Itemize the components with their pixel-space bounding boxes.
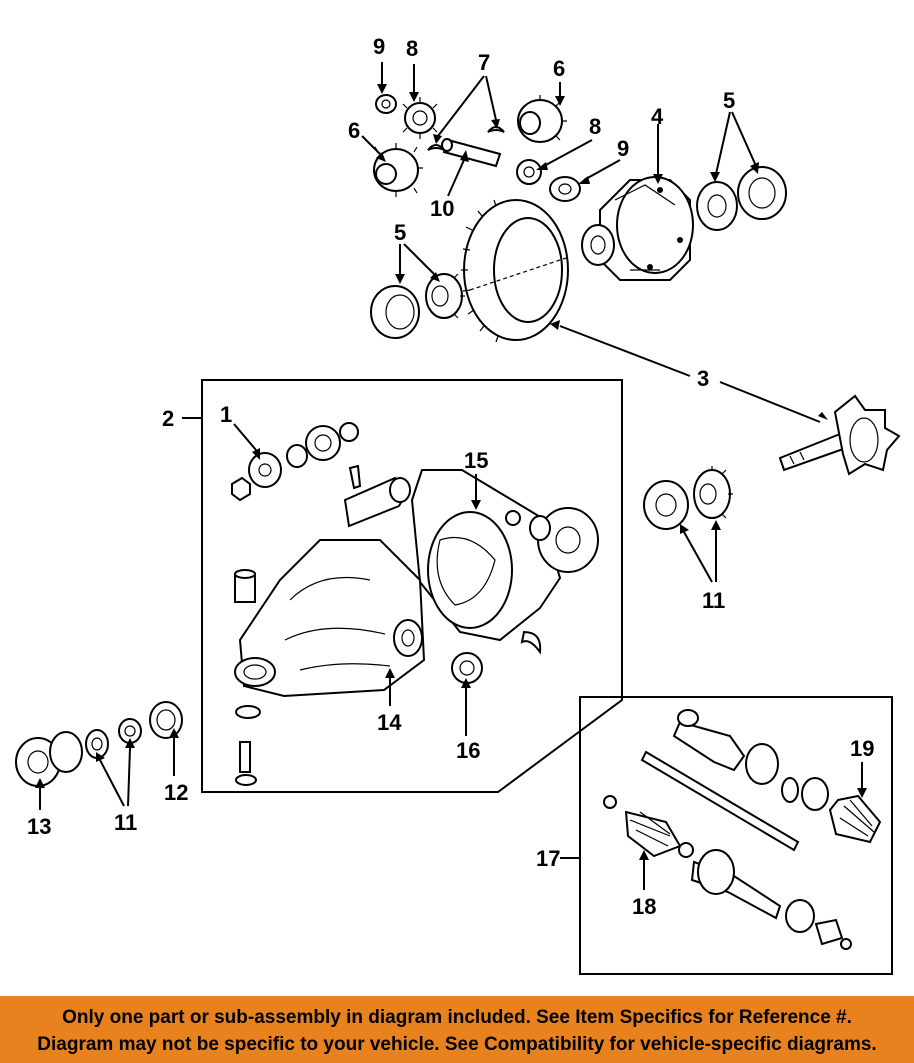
housing-assembly-frame [182, 379, 623, 793]
part-6-side-gear-left [373, 143, 423, 197]
housing-bolt [235, 705, 261, 786]
housing-clip [520, 630, 542, 655]
callout-5b: 5 [723, 88, 735, 113]
part-10-pinion-shaft [441, 138, 502, 168]
part-8-pinion-gear-left [402, 97, 438, 139]
part-15-rear-cover [410, 469, 562, 642]
part-3-ring-gear [461, 199, 569, 343]
callout-8b: 8 [589, 114, 601, 139]
axle-assembly-frame [560, 696, 893, 975]
callout-15: 15 [464, 448, 488, 473]
disclaimer-line-2: Diagram may not be specific to your vehi… [37, 1034, 877, 1055]
part-9-washer-right [549, 176, 581, 202]
part-11-bearings-left [85, 718, 142, 759]
callout-labels: 9 8 7 6 6 8 9 10 4 5 5 3 2 1 15 11 14 16… [27, 34, 874, 919]
axle-shaft [640, 709, 829, 852]
callout-13: 13 [27, 814, 51, 839]
callout-2: 2 [162, 406, 174, 431]
part-9-washer-left [375, 94, 397, 114]
callout-8a: 8 [406, 36, 418, 61]
leader-lines [35, 62, 867, 890]
callout-3: 3 [697, 366, 709, 391]
callout-18: 18 [632, 894, 656, 919]
part-14-carrier-housing [234, 539, 426, 698]
callout-1: 1 [220, 402, 232, 427]
part-18-inner-boot [603, 795, 694, 858]
part-12-seal [149, 701, 183, 739]
callout-9a: 9 [373, 34, 385, 59]
callout-16: 16 [456, 738, 480, 763]
callout-7: 7 [478, 50, 490, 75]
callout-4: 4 [651, 104, 664, 129]
callout-19: 19 [850, 736, 874, 761]
part-6-side-gear-right [517, 95, 567, 143]
disclaimer-line-1: Only one part or sub-assembly in diagram… [62, 1007, 852, 1028]
part-1-flange-seal-group [231, 422, 359, 502]
part-16-seal [451, 652, 483, 684]
callout-5a: 5 [394, 220, 406, 245]
part-4-differential-case [581, 176, 694, 281]
callout-11a: 11 [114, 810, 137, 835]
part-11-bearings-right [643, 466, 733, 530]
axle-inner-joint [690, 849, 852, 950]
diff-side-flange [505, 507, 599, 573]
callout-6b: 6 [553, 56, 565, 81]
part-3-pinion-shaft [778, 394, 901, 476]
part-13-flange [15, 731, 83, 787]
callout-11b: 11 [702, 588, 725, 613]
parts-diagram: 9 8 7 6 6 8 9 10 4 5 5 3 2 1 15 11 14 16… [15, 34, 901, 975]
callout-10: 10 [430, 196, 454, 221]
part-19-outer-boot [828, 794, 882, 844]
part-8-pinion-gear-right [516, 159, 542, 185]
disclaimer-banner: Only one part or sub-assembly in diagram… [0, 996, 914, 1063]
callout-9b: 9 [617, 136, 629, 161]
housing-mount-bracket [343, 464, 411, 528]
callout-12: 12 [164, 780, 188, 805]
part-5-bearings-right [696, 166, 787, 231]
part-7-clips [427, 126, 505, 151]
callout-17: 17 [536, 846, 560, 871]
callout-6a: 6 [348, 118, 360, 143]
part-5-bearings-left [370, 273, 465, 339]
callout-14: 14 [377, 710, 402, 735]
